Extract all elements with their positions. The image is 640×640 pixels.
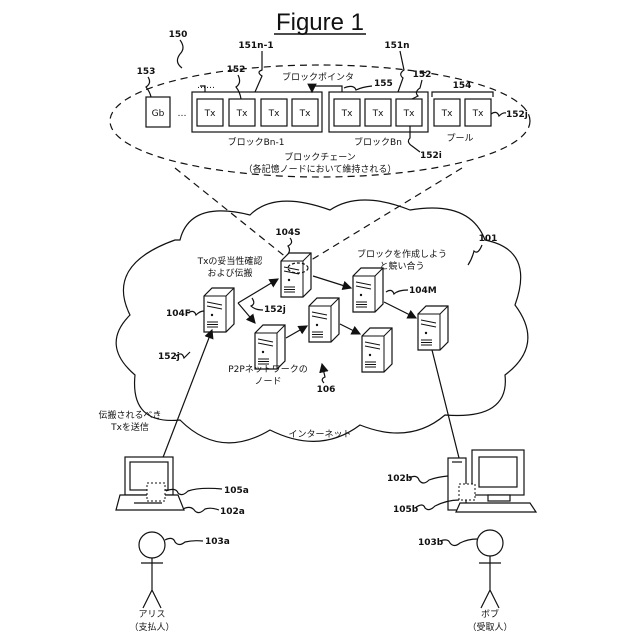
server-node-c	[362, 328, 392, 372]
ref-152j-send: 152j	[158, 352, 180, 362]
tx: Tx	[268, 109, 280, 119]
ref-103a: 103a	[205, 537, 230, 547]
tx: Tx	[472, 109, 484, 119]
tx: Tx	[441, 109, 453, 119]
compete-label-1: ブロックを作成しよう	[357, 248, 447, 260]
p2p-label-2: ノード	[254, 377, 281, 387]
ref-151n-1: 151n-1	[238, 41, 273, 51]
bob-figure	[477, 530, 503, 608]
validate-label-2: および伝搬	[207, 267, 252, 279]
ref-152j-pool: 152j	[506, 110, 528, 120]
ref-101: 101	[479, 234, 498, 244]
server-node-d	[418, 306, 448, 350]
tx: Tx	[236, 109, 248, 119]
ref-104f: 104F	[166, 309, 191, 319]
server-node-a	[255, 325, 285, 369]
send-label-2: Txを送信	[110, 421, 149, 433]
tx: Tx	[299, 109, 311, 119]
alice-role: （支払人）	[129, 621, 174, 633]
ref-151n: 151n	[384, 41, 409, 51]
ref-103b: 103b	[418, 538, 444, 548]
ref-105a: 105a	[224, 486, 249, 496]
pool-txs: Tx Tx	[432, 92, 493, 126]
ref-104s: 104S	[275, 228, 300, 238]
ref-102b: 102b	[387, 474, 413, 484]
pool-label: プール	[446, 133, 473, 144]
tx: Tx	[403, 109, 415, 119]
ellipsis: …	[178, 109, 187, 119]
alice-name: アリス	[138, 610, 165, 620]
blockchain-label: ブロックチェーン	[284, 151, 356, 163]
bob-name: ボブ	[481, 608, 499, 620]
validate-label-1: Txの妥当性確認	[197, 255, 263, 267]
ref-102a: 102a	[220, 507, 245, 517]
figure-title: Figure 1	[276, 9, 364, 36]
block-bn-label: ブロックBn	[354, 136, 402, 148]
internet-label: インターネット	[288, 429, 351, 440]
ref-154: 154	[453, 81, 472, 91]
ref-153: 153	[137, 67, 156, 77]
server-104f	[204, 288, 234, 332]
tx: Tx	[372, 109, 384, 119]
bob-desktop	[448, 450, 536, 512]
compete-label-2: と競い合う	[379, 260, 424, 272]
server-node-b	[309, 298, 339, 342]
ref-155: 155	[374, 79, 393, 89]
ref-152-bn: 152	[413, 70, 432, 80]
ref-106: 106	[317, 385, 336, 395]
ref-104m: 104M	[409, 286, 437, 296]
alice-figure	[139, 532, 165, 608]
p2p-label-1: P2Pネットワークの	[228, 364, 308, 375]
ref-152i: 152i	[420, 151, 442, 161]
dots: ……	[197, 81, 215, 91]
server-104s	[281, 253, 311, 297]
block-bn-1-label: ブロックBn-1	[228, 136, 285, 148]
ref-152j-net: 152j	[264, 305, 286, 315]
send-label-1: 伝搬されるべき	[98, 409, 161, 421]
genesis-label: Gb	[152, 109, 165, 119]
bob-role: （受取人）	[467, 621, 512, 633]
server-104m	[353, 268, 383, 312]
tx: Tx	[341, 109, 353, 119]
ref-105b: 105b	[393, 505, 419, 515]
ref-152: 152	[227, 65, 246, 75]
blockchain-note: （各記憶ノードにおいて維持される）	[244, 163, 397, 175]
block-pointer-label: ブロックポインタ	[282, 71, 354, 83]
tx: Tx	[204, 109, 216, 119]
ref-150: 150	[169, 30, 188, 40]
block-bn-txs: Tx Tx Tx	[334, 99, 422, 126]
alice-laptop	[116, 457, 184, 510]
